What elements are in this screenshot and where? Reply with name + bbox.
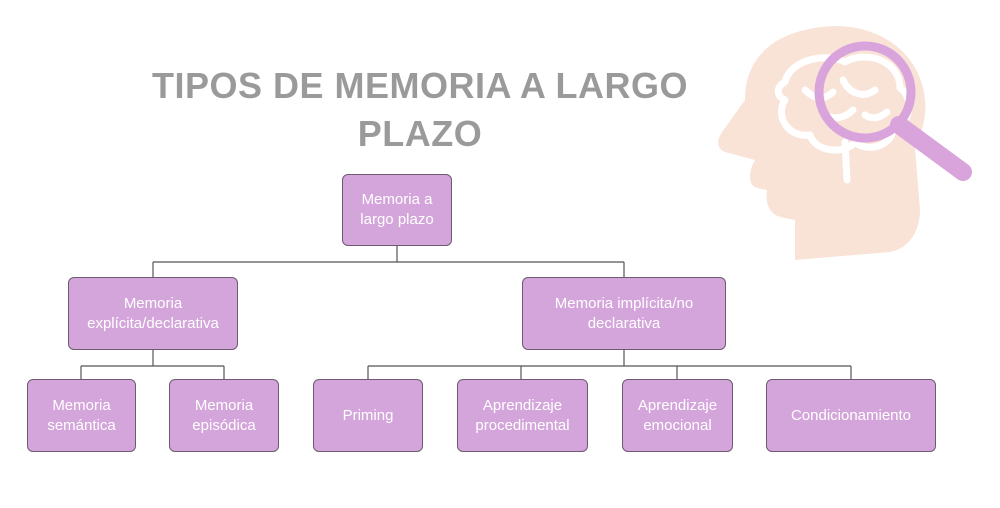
node-emotional-learning: Aprendizaje emocional [622,379,733,452]
node-procedural-learning: Aprendizaje procedimental [457,379,588,452]
page-title: TIPOS DE MEMORIA A LARGO PLAZO [140,62,700,158]
node-semantic-memory: Memoria semántica [27,379,136,452]
node-conditioning: Condicionamiento [766,379,936,452]
node-priming: Priming [313,379,423,452]
head-magnifier-icon [718,26,972,261]
title-line-2: PLAZO [357,113,483,154]
node-episodic-memory: Memoria episódica [169,379,279,452]
title-line-1: TIPOS DE MEMORIA A LARGO [151,65,688,106]
node-implicit-memory: Memoria implícita/no declarativa [522,277,726,350]
node-long-term-memory: Memoria a largo plazo [342,174,452,246]
node-explicit-memory: Memoria explícita/declarativa [68,277,238,350]
